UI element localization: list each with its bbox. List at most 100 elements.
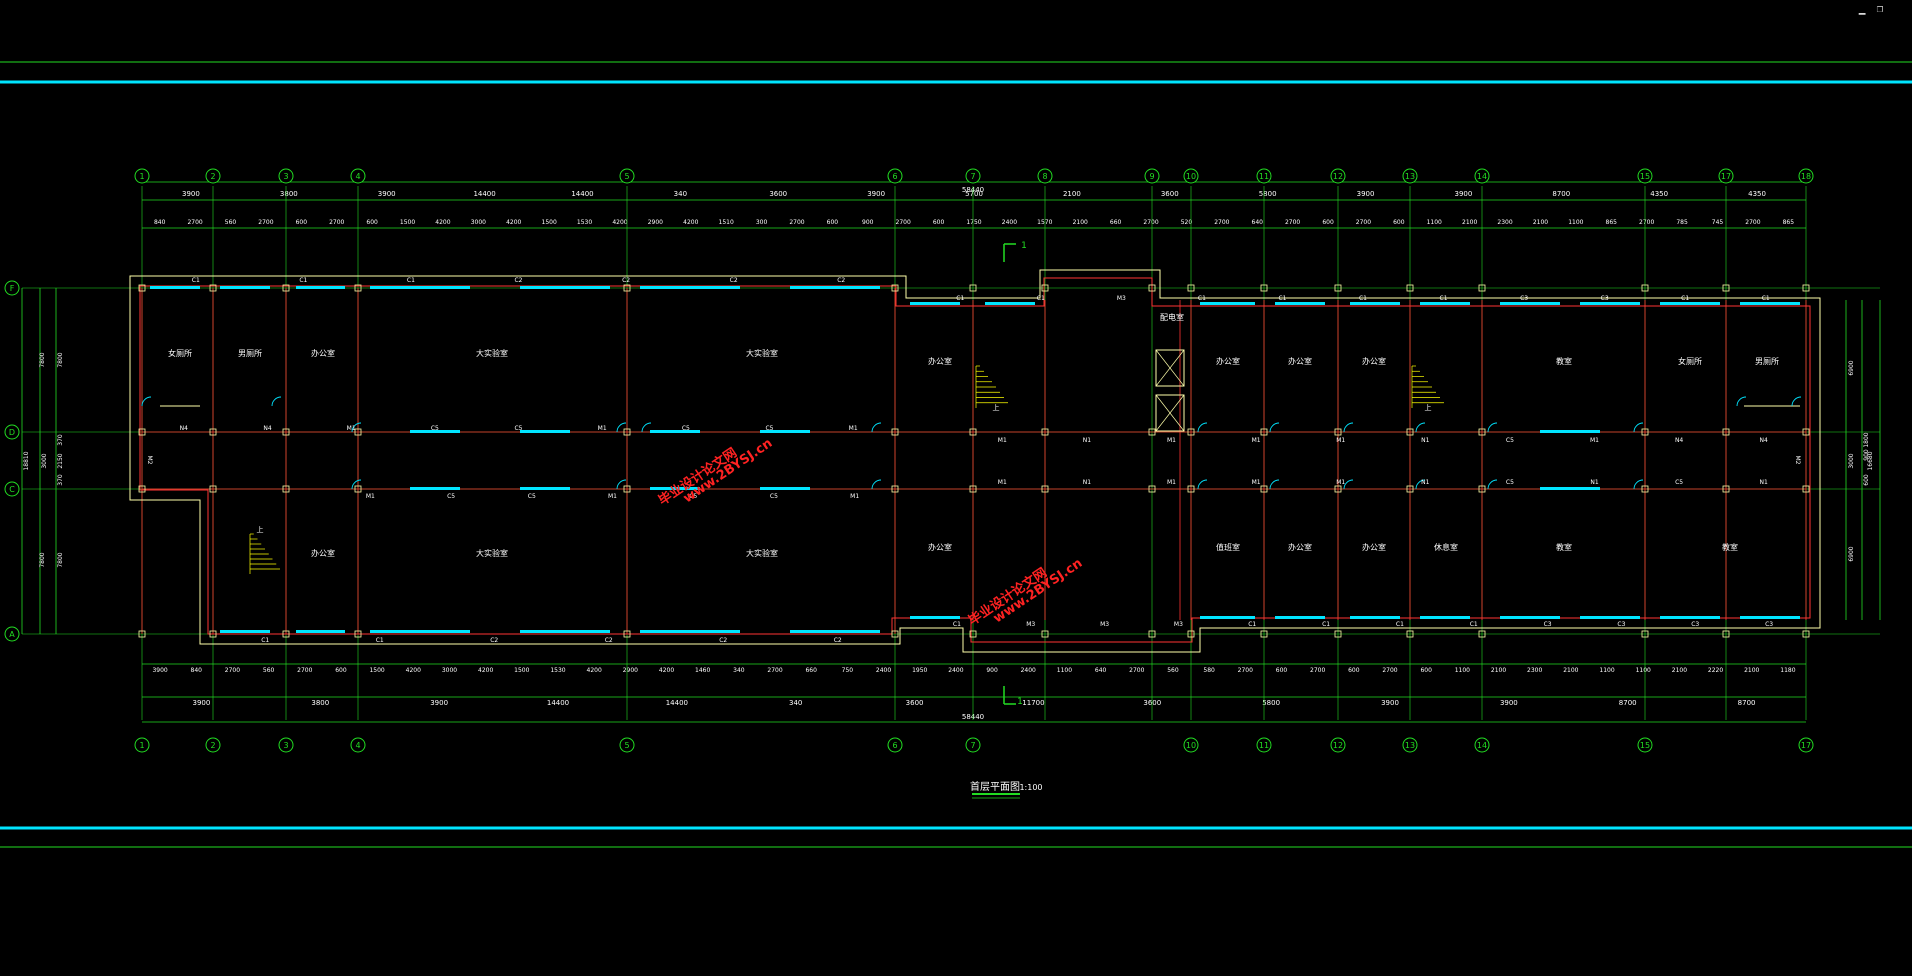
opening-tag: N1	[1083, 437, 1091, 444]
opening-tag: C1	[1470, 621, 1478, 628]
dimension-text: 2700	[1238, 667, 1253, 674]
dimension-text: 6900	[1848, 360, 1855, 375]
axis-bubble-label: 8	[1042, 172, 1047, 181]
dimension-text: 2700	[1214, 219, 1229, 226]
restore-icon[interactable]: ❐	[1876, 2, 1884, 15]
dimension-text: 4200	[659, 667, 674, 674]
dimension-text: 1500	[514, 667, 529, 674]
dimension-text: 2400	[876, 667, 891, 674]
axis-bubble	[1637, 737, 1653, 753]
window-strip	[790, 286, 880, 289]
elevator-cross	[1155, 394, 1185, 432]
opening-tag: N1	[1590, 479, 1598, 486]
opening-tag: C1	[1248, 621, 1256, 628]
column	[1187, 284, 1195, 292]
axis-bubble	[887, 737, 903, 753]
axis-bubble	[1330, 168, 1346, 184]
axis-bubble	[1402, 737, 1418, 753]
door-swing	[141, 396, 152, 407]
opening-tag: C2	[719, 637, 727, 644]
column	[969, 428, 977, 436]
opening-tag: M1	[998, 479, 1007, 486]
column	[1334, 485, 1342, 493]
dimension-text: 1500	[542, 219, 557, 226]
opening-tag: N4	[180, 425, 188, 432]
opening-tag: C2	[622, 277, 630, 284]
axis-bubble-label: 2	[210, 172, 215, 181]
dimension-text: 600	[933, 219, 945, 226]
dimension-text: 3900	[152, 667, 167, 674]
window-strip	[520, 487, 570, 490]
axis-bubble	[1256, 168, 1272, 184]
window-strip	[1740, 616, 1800, 619]
window-strip	[1660, 302, 1720, 305]
dimension-text: 520	[1181, 219, 1193, 226]
opening-tag: M1	[608, 493, 617, 500]
dimension-text: 3000	[41, 453, 48, 468]
window-strip	[640, 286, 740, 289]
axis-bubble-label: D	[9, 428, 15, 437]
axis-bubble	[4, 626, 20, 642]
column	[623, 630, 631, 638]
dimension-text: 300	[756, 219, 768, 226]
interior-wall-outline	[139, 277, 1811, 643]
minimize-icon[interactable]: ▁	[1858, 2, 1866, 15]
opening-tag: N1	[1421, 479, 1429, 486]
room-label: 办公室	[1216, 356, 1240, 366]
text-labels: 女厕所男厕所办公室大实验室大实验室办公室大实验室大实验室办公室配电室办公室办公室…	[146, 277, 1801, 644]
section-marker-text: 1	[1021, 241, 1027, 251]
opening-tag: C5	[1675, 479, 1683, 486]
column	[209, 428, 217, 436]
door-swing	[641, 422, 652, 433]
column	[209, 485, 217, 493]
column	[1041, 428, 1049, 436]
opening-tag: C3	[1765, 621, 1773, 628]
opening-tag: C1	[1037, 295, 1045, 302]
dimension-text: 2700	[1745, 219, 1760, 226]
axis-bubble	[965, 168, 981, 184]
window-strip	[1540, 487, 1600, 490]
column	[1187, 428, 1195, 436]
dimension-text: 600	[296, 219, 308, 226]
axis-bubble	[1798, 168, 1814, 184]
dimension-text: 4350	[1748, 190, 1766, 198]
column	[1722, 284, 1730, 292]
room-label: 休息室	[1434, 542, 1458, 552]
axis-bubble	[4, 424, 20, 440]
dimension-text: 1800	[1863, 432, 1870, 447]
column	[623, 485, 631, 493]
column	[969, 485, 977, 493]
room-label: 办公室	[1362, 356, 1386, 366]
window-strip	[650, 430, 700, 433]
window-strip	[220, 630, 270, 633]
dimension-text: 2100	[1533, 219, 1548, 226]
column	[354, 630, 362, 638]
column	[1478, 284, 1486, 292]
dimension-text: 600	[1420, 667, 1432, 674]
column	[1260, 428, 1268, 436]
axis-bubble	[350, 737, 366, 753]
opening-tag: M2	[1794, 456, 1801, 465]
dimension-text: 600	[1276, 667, 1288, 674]
axis-bubble	[1798, 737, 1814, 753]
dimension-text: 640	[1095, 667, 1107, 674]
dimension-text: 1500	[400, 219, 415, 226]
column	[1722, 630, 1730, 638]
column	[623, 428, 631, 436]
drawing-frame-lines	[0, 61, 1912, 848]
dimension-text: 7800	[39, 552, 46, 567]
column	[354, 284, 362, 292]
opening-tag: N4	[1760, 437, 1768, 444]
opening-tag: C5	[514, 425, 522, 432]
dimension-text: 8700	[1738, 699, 1756, 707]
dimension-text: 2700	[187, 219, 202, 226]
axis-bubble-label: 17	[1801, 741, 1811, 750]
axis-bubble-label: 15	[1640, 741, 1650, 750]
opening-tag: C1	[1198, 295, 1206, 302]
window-strip	[296, 630, 345, 633]
column	[1041, 630, 1049, 638]
opening-tag: M1	[598, 425, 607, 432]
axis-bubble	[1637, 168, 1653, 184]
